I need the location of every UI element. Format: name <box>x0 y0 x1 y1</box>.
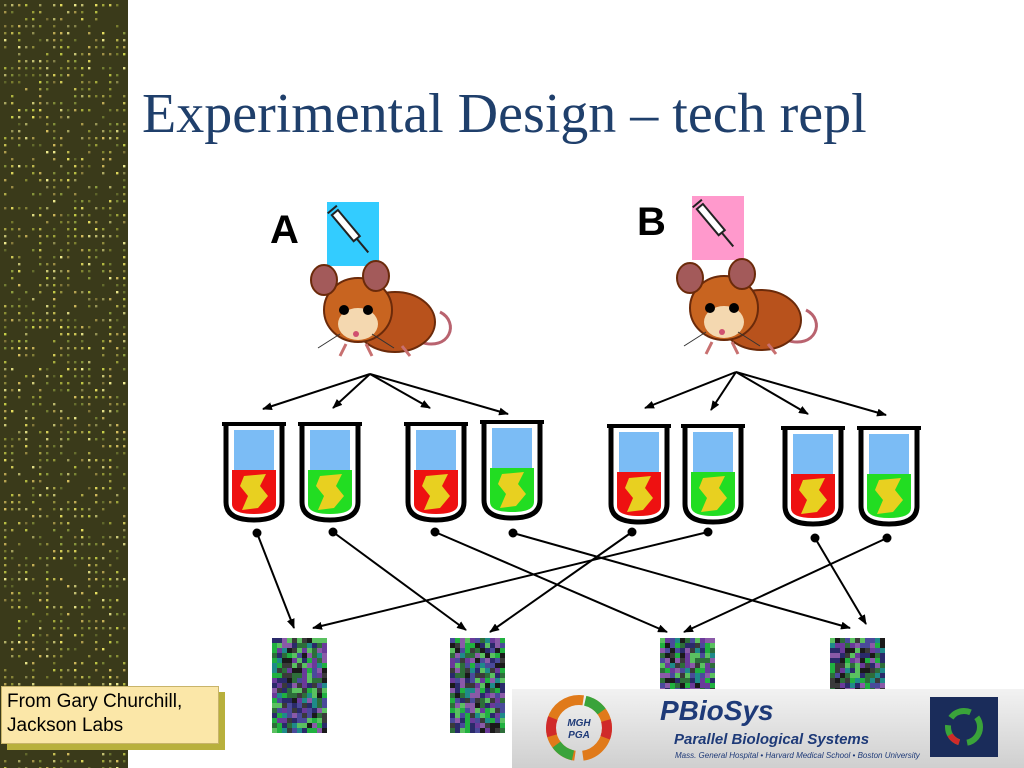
arrow <box>332 531 467 631</box>
sample-tube-icon <box>681 424 745 525</box>
arrow <box>434 531 668 633</box>
logo-square-icon <box>930 697 998 757</box>
mouse-b-icon <box>676 258 818 355</box>
sample-tube-icon <box>404 422 468 523</box>
logo-affiliations: Mass. General Hospital • Harvard Medical… <box>675 751 920 760</box>
source-note: From Gary Churchill, Jackson Labs <box>1 686 219 744</box>
syringe-icon <box>327 202 379 266</box>
arrow <box>369 373 509 416</box>
tubes <box>222 420 921 527</box>
arrow <box>735 371 809 415</box>
syringe-icon <box>692 196 744 260</box>
arrow <box>489 531 633 633</box>
arrow <box>735 371 887 417</box>
arrow <box>683 537 888 633</box>
sample-tube-icon <box>857 426 921 527</box>
arrow <box>369 373 431 409</box>
slide-title: Experimental Design – tech repl <box>142 83 867 145</box>
source-note-line-1: From Gary Churchill, <box>7 691 183 712</box>
arrow <box>644 371 737 409</box>
arrow <box>332 373 371 409</box>
sample-tube-icon <box>222 422 286 523</box>
microarray-icon <box>272 638 327 733</box>
sample-tube-icon <box>607 424 671 525</box>
logo-ring-text-1: MGH <box>567 718 591 729</box>
logo-tagline: Parallel Biological Systems <box>674 731 870 748</box>
condition-label-b: B <box>637 200 666 244</box>
condition-label-a: A <box>270 208 299 252</box>
logo-name: PBioSys <box>660 695 774 726</box>
arrow <box>814 537 867 625</box>
arrow <box>256 532 295 629</box>
sample-tube-icon <box>298 422 362 523</box>
mouse-a-icon <box>310 260 452 357</box>
source-note-line-2: Jackson Labs <box>7 715 124 736</box>
mouse-to-tube-arrows <box>262 371 887 417</box>
arrow <box>710 371 737 411</box>
mgh-pga-logo-icon: MGH PGA <box>546 695 612 761</box>
tube-to-array-arrows <box>252 527 892 633</box>
arrow <box>262 373 371 411</box>
sample-tube-icon <box>781 426 845 527</box>
logo-ring-text-2: PGA <box>568 730 590 741</box>
arrow <box>312 531 709 630</box>
microarray-icon <box>450 638 505 733</box>
sidebar-dots <box>4 4 126 768</box>
arrow <box>512 532 851 630</box>
sidebar-dot-pattern <box>0 0 128 768</box>
pga-logo-banner: MGH PGA PBioSys Parallel Biological Syst… <box>512 689 1024 768</box>
sample-tube-icon <box>480 420 544 521</box>
